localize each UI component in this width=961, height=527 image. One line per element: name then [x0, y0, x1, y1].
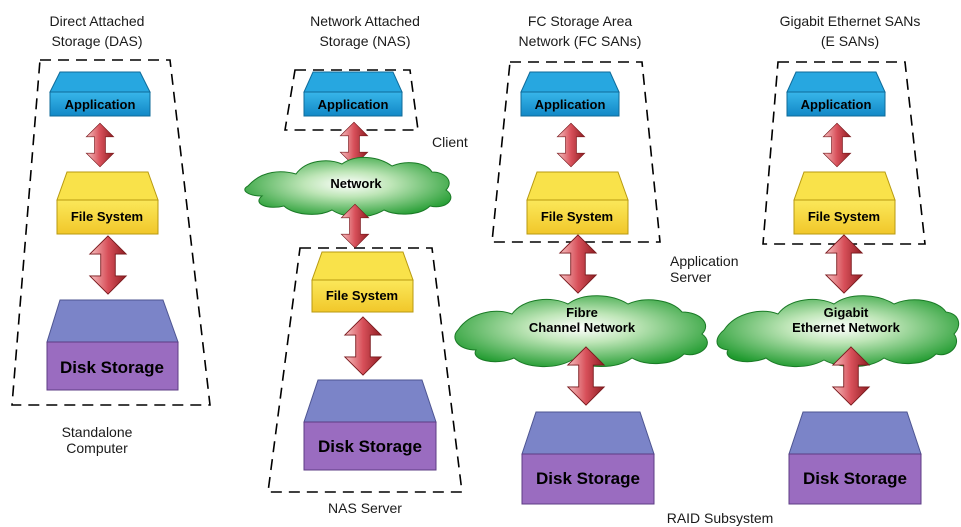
nas-server-label: NAS Server: [328, 500, 402, 516]
nas-application-block: Application: [303, 71, 403, 117]
das-arrow-app-fs: [85, 122, 115, 168]
esan-disk-storage-label: Disk Storage: [803, 469, 907, 488]
esan-title-line1: Gigabit Ethernet SANs: [780, 13, 921, 29]
fc-network-label-line2: Channel Network: [529, 320, 636, 335]
fc-arrow-fs-network: [559, 234, 597, 294]
standalone-computer-boundary: [11, 59, 211, 406]
esan-file-system-label: File System: [808, 209, 880, 224]
column-title-nas: Network Attached Storage (NAS): [310, 13, 420, 49]
standalone-label-line1: Standalone: [62, 424, 133, 440]
nas-network-label: Network: [330, 176, 382, 191]
standalone-label-line2: Computer: [66, 440, 128, 456]
fc-title-line2: Network (FC SANs): [519, 33, 642, 49]
das-application-label: Application: [65, 97, 136, 112]
esan-application-label: Application: [801, 97, 872, 112]
das-file-system-block: File System: [56, 171, 159, 235]
nas-application-label: Application: [318, 97, 389, 112]
das-application-block: Application: [49, 71, 151, 117]
das-disk-storage-block: Disk Storage: [46, 299, 179, 391]
nas-disk-storage-block: Disk Storage: [303, 379, 437, 471]
fc-disk-storage-label: Disk Storage: [536, 469, 640, 488]
das-file-system-label: File System: [71, 209, 143, 224]
column-title-das: Direct Attached Storage (DAS): [50, 13, 145, 49]
nas-arrow-fs-disk: [344, 316, 382, 376]
das-disk-storage-label: Disk Storage: [60, 358, 164, 377]
fc-application-block: Application: [520, 71, 620, 117]
nas-network-cloud: Network: [244, 157, 452, 218]
esan-network-cloud: Gigabit Ethernet Network: [716, 295, 960, 368]
raid-subsystem-label: RAID Subsystem: [667, 510, 774, 526]
column-title-esan: Gigabit Ethernet SANs (E SANs): [780, 13, 921, 49]
fc-application-label: Application: [535, 97, 606, 112]
fc-file-system-block: File System: [526, 171, 629, 235]
client-boundary: [284, 69, 419, 131]
esan-disk-storage-block: Disk Storage: [788, 411, 922, 505]
client-label: Client: [432, 134, 468, 150]
esan-network-label-line2: Ethernet Network: [792, 320, 900, 335]
nas-file-system-block: File System: [311, 251, 414, 313]
column-title-fc: FC Storage Area Network (FC SANs): [519, 13, 642, 49]
esan-arrow-app-fs: [822, 122, 852, 168]
esan-file-system-block: File System: [793, 171, 896, 235]
fc-app-server-label-line2: Server: [670, 269, 712, 285]
fc-network-label-line1: Fibre: [566, 305, 598, 320]
esan-network-label-line1: Gigabit: [824, 305, 869, 320]
fc-arrow-app-fs: [556, 122, 586, 168]
fc-title-line1: FC Storage Area: [528, 13, 632, 29]
esan-title-line2: (E SANs): [821, 33, 879, 49]
fc-app-server-label-line1: Application: [670, 253, 739, 269]
nas-disk-storage-label: Disk Storage: [318, 437, 422, 456]
fc-file-system-label: File System: [541, 209, 613, 224]
das-title-line1: Direct Attached: [50, 13, 145, 29]
nas-server-boundary: [267, 247, 463, 493]
nas-title-line2: Storage (NAS): [319, 33, 410, 49]
fc-application-server-boundary: [491, 61, 661, 243]
das-arrow-fs-disk: [89, 235, 127, 295]
fc-network-cloud: Fibre Channel Network: [454, 295, 708, 368]
nas-file-system-label: File System: [326, 288, 398, 303]
das-title-line2: Storage (DAS): [51, 33, 142, 49]
fc-disk-storage-block: Disk Storage: [521, 411, 655, 505]
esan-application-server-boundary: [762, 61, 926, 245]
nas-title-line1: Network Attached: [310, 13, 420, 29]
esan-application-block: Application: [786, 71, 886, 117]
